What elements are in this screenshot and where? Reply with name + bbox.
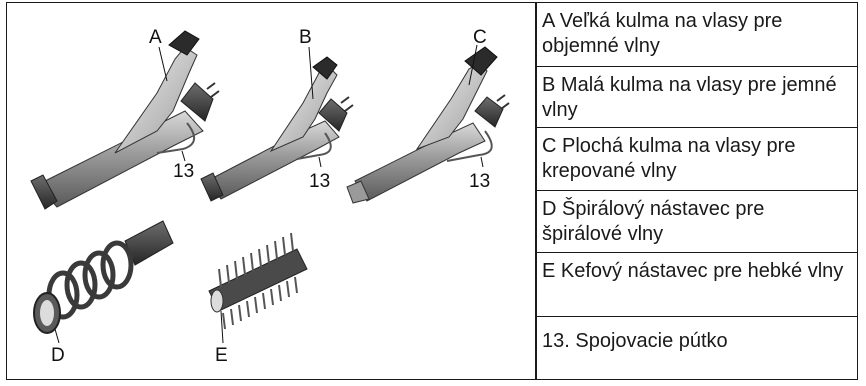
legend-text: Kefový nástavec pre hebké vlny: [561, 260, 843, 282]
label-b: B: [299, 27, 312, 49]
figure-frame: A B C 13 13 13 D E A Veľká kulma na vlas…: [6, 2, 858, 380]
legend-text: Špirálový nástavec pre špirálové vlny: [542, 198, 764, 245]
legend-item-c: C Plochá kulma na vlasy pre krepované vl…: [537, 128, 857, 191]
legend-text: Veľká kulma na vlasy pre objemné vlny: [542, 10, 782, 57]
legend-item-d: D Špirálový nástavec pre špirálové vlny: [537, 191, 857, 253]
label-clip-b: 13: [309, 171, 330, 193]
legend-item-13: 13. Spojovacie pútko: [537, 317, 857, 379]
tong-b: [201, 47, 353, 201]
legend-key: E: [542, 260, 561, 282]
legend-text: Spojovacie pútko: [575, 330, 727, 352]
curling-tongs-illustration: [7, 3, 535, 381]
legend-key: D: [542, 198, 562, 220]
legend-item-e: E Kefový nástavec pre hebké vlny: [537, 253, 857, 317]
legend-text: Malá kulma na vlasy pre jemné vlny: [542, 74, 837, 121]
legend-table: A Veľká kulma na vlasy pre objemné vlny …: [537, 3, 857, 379]
legend-key: 13.: [542, 330, 575, 352]
illustration-panel: A B C 13 13 13 D E: [7, 3, 535, 379]
legend-key: A: [542, 10, 560, 32]
brush-attachment-e: [209, 233, 307, 343]
legend-item-a: A Veľká kulma na vlasy pre objemné vlny: [537, 3, 857, 67]
label-c: C: [473, 27, 487, 49]
legend-key: B: [542, 74, 561, 96]
label-clip-c: 13: [469, 171, 490, 193]
legend-key: C: [542, 135, 562, 157]
label-a: A: [149, 27, 162, 49]
legend-item-b: B Malá kulma na vlasy pre jemné vlny: [537, 67, 857, 128]
label-e: E: [215, 345, 228, 367]
legend-text: Plochá kulma na vlasy pre krepované vlny: [542, 135, 795, 182]
label-clip-a: 13: [173, 161, 194, 183]
label-d: D: [51, 345, 65, 367]
spiral-attachment-d: [34, 221, 173, 343]
